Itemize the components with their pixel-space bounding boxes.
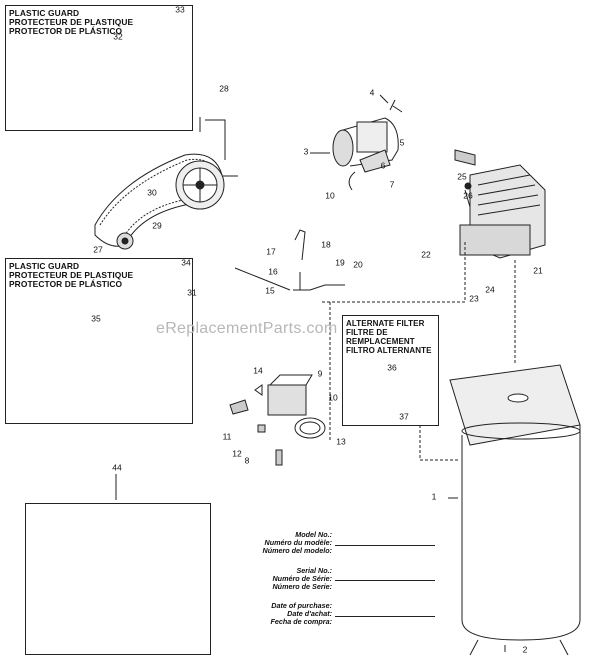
part-label-31: 31: [187, 287, 197, 298]
part-label-24: 24: [485, 284, 495, 295]
alternate-filter-box: ALTERNATE FILTER FILTRE DE REMPLACEMENT …: [342, 315, 439, 426]
alt-filter-title-4: FILTRO ALTERNANTE: [346, 346, 432, 355]
purchase-date-line[interactable]: [335, 616, 435, 617]
part-label-37: 37: [399, 411, 409, 422]
part-label-16: 16: [268, 266, 278, 277]
part-label-10: 10: [325, 190, 335, 201]
part-label-12: 12: [232, 448, 242, 459]
part-label-21: 21: [533, 265, 543, 276]
alt-filter-title-1: ALTERNATE FILTER: [346, 319, 425, 328]
plastic-guard-mid-box: PLASTIC GUARD PROTECTEUR DE PLASTIQUE PR…: [5, 258, 193, 424]
part-label-25: 25: [457, 171, 467, 182]
date-label-fr: Date d'achat:: [287, 609, 332, 618]
part-label-14: 14: [253, 365, 263, 376]
guard-top-title-2: PROTECTEUR DE PLASTIQUE: [9, 17, 134, 27]
part-label-26: 26: [463, 190, 473, 201]
part-label-44: 44: [112, 462, 122, 473]
tank-drawing: [449, 364, 581, 656]
valve-assembly-drawing: [229, 229, 345, 466]
part-label-22: 22: [421, 249, 431, 260]
guard-mid-title-3: PROTECTOR DE PLÁSTICO: [9, 279, 123, 289]
date-label-en: Date of purchase:: [271, 601, 332, 610]
model-number-label: Model No.: Numéro du modèle: Número del …: [222, 530, 333, 555]
model-label-es: Número del modelo:: [262, 546, 333, 555]
guard-top-title-1: PLASTIC GUARD: [9, 8, 80, 18]
part-label-8: 8: [244, 455, 250, 466]
purchase-date-label: Date of purchase: Date d'achat: Fecha de…: [222, 602, 332, 626]
part-label-33: 33: [175, 4, 185, 15]
part-label-15: 15: [265, 285, 275, 296]
part-label-18: 18: [321, 239, 331, 250]
serial-label-es: Número de Serie:: [272, 582, 332, 591]
accessory-kit-box: [25, 503, 211, 655]
part-label-32: 32: [113, 31, 123, 42]
model-label-fr: Numéro du modèle:: [264, 538, 333, 547]
serial-number-line[interactable]: [335, 580, 435, 581]
part-label-4: 4: [369, 87, 375, 98]
part-label-5: 5: [399, 137, 405, 148]
part-label-30: 30: [147, 187, 157, 198]
part-label-7: 7: [389, 179, 395, 190]
part-label-34: 34: [181, 257, 191, 268]
watermark: eReplacementParts.com: [156, 320, 338, 337]
part-label-3: 3: [303, 146, 309, 157]
part-label-19: 19: [335, 257, 345, 268]
plastic-guard-top-box: PLASTIC GUARD PROTECTEUR DE PLASTIQUE PR…: [5, 5, 193, 131]
part-label-28: 28: [219, 83, 229, 94]
belt-pulley-drawing: [94, 117, 238, 250]
model-label-en: Model No.:: [295, 530, 332, 539]
guard-mid-title-1: PLASTIC GUARD: [9, 261, 80, 271]
motor-drawing: [332, 99, 403, 191]
part-label-23: 23: [469, 293, 479, 304]
part-label-20: 20: [353, 259, 363, 270]
leader-lines: [115, 94, 458, 500]
part-label-9: 9: [317, 368, 323, 379]
part-label-10b: 10: [328, 392, 338, 403]
part-label-27: 27: [93, 244, 103, 255]
part-label-1: 1: [431, 491, 437, 502]
part-label-11: 11: [222, 431, 232, 442]
serial-label-fr: Numéro de Série:: [272, 574, 332, 583]
part-label-35: 35: [91, 313, 101, 324]
guard-mid-title-2: PROTECTEUR DE PLASTIQUE: [9, 270, 134, 280]
part-label-29: 29: [152, 220, 162, 231]
serial-label-en: Serial No.:: [296, 566, 332, 575]
pump-drawing: [454, 149, 546, 259]
date-label-es: Fecha de compra:: [270, 617, 332, 626]
part-label-2: 2: [522, 644, 528, 655]
alt-filter-title-2: FILTRE DE: [346, 328, 388, 337]
model-number-line[interactable]: [335, 545, 435, 546]
part-label-36: 36: [387, 362, 397, 373]
part-label-6: 6: [380, 160, 386, 171]
part-label-13: 13: [336, 436, 346, 447]
alt-filter-title-3: REMPLACEMENT: [346, 337, 415, 346]
guard-top-title-3: PROTECTOR DE PLÁSTICO: [9, 26, 123, 36]
part-label-17: 17: [266, 246, 276, 257]
serial-number-label: Serial No.: Numéro de Série: Número de S…: [222, 567, 332, 591]
